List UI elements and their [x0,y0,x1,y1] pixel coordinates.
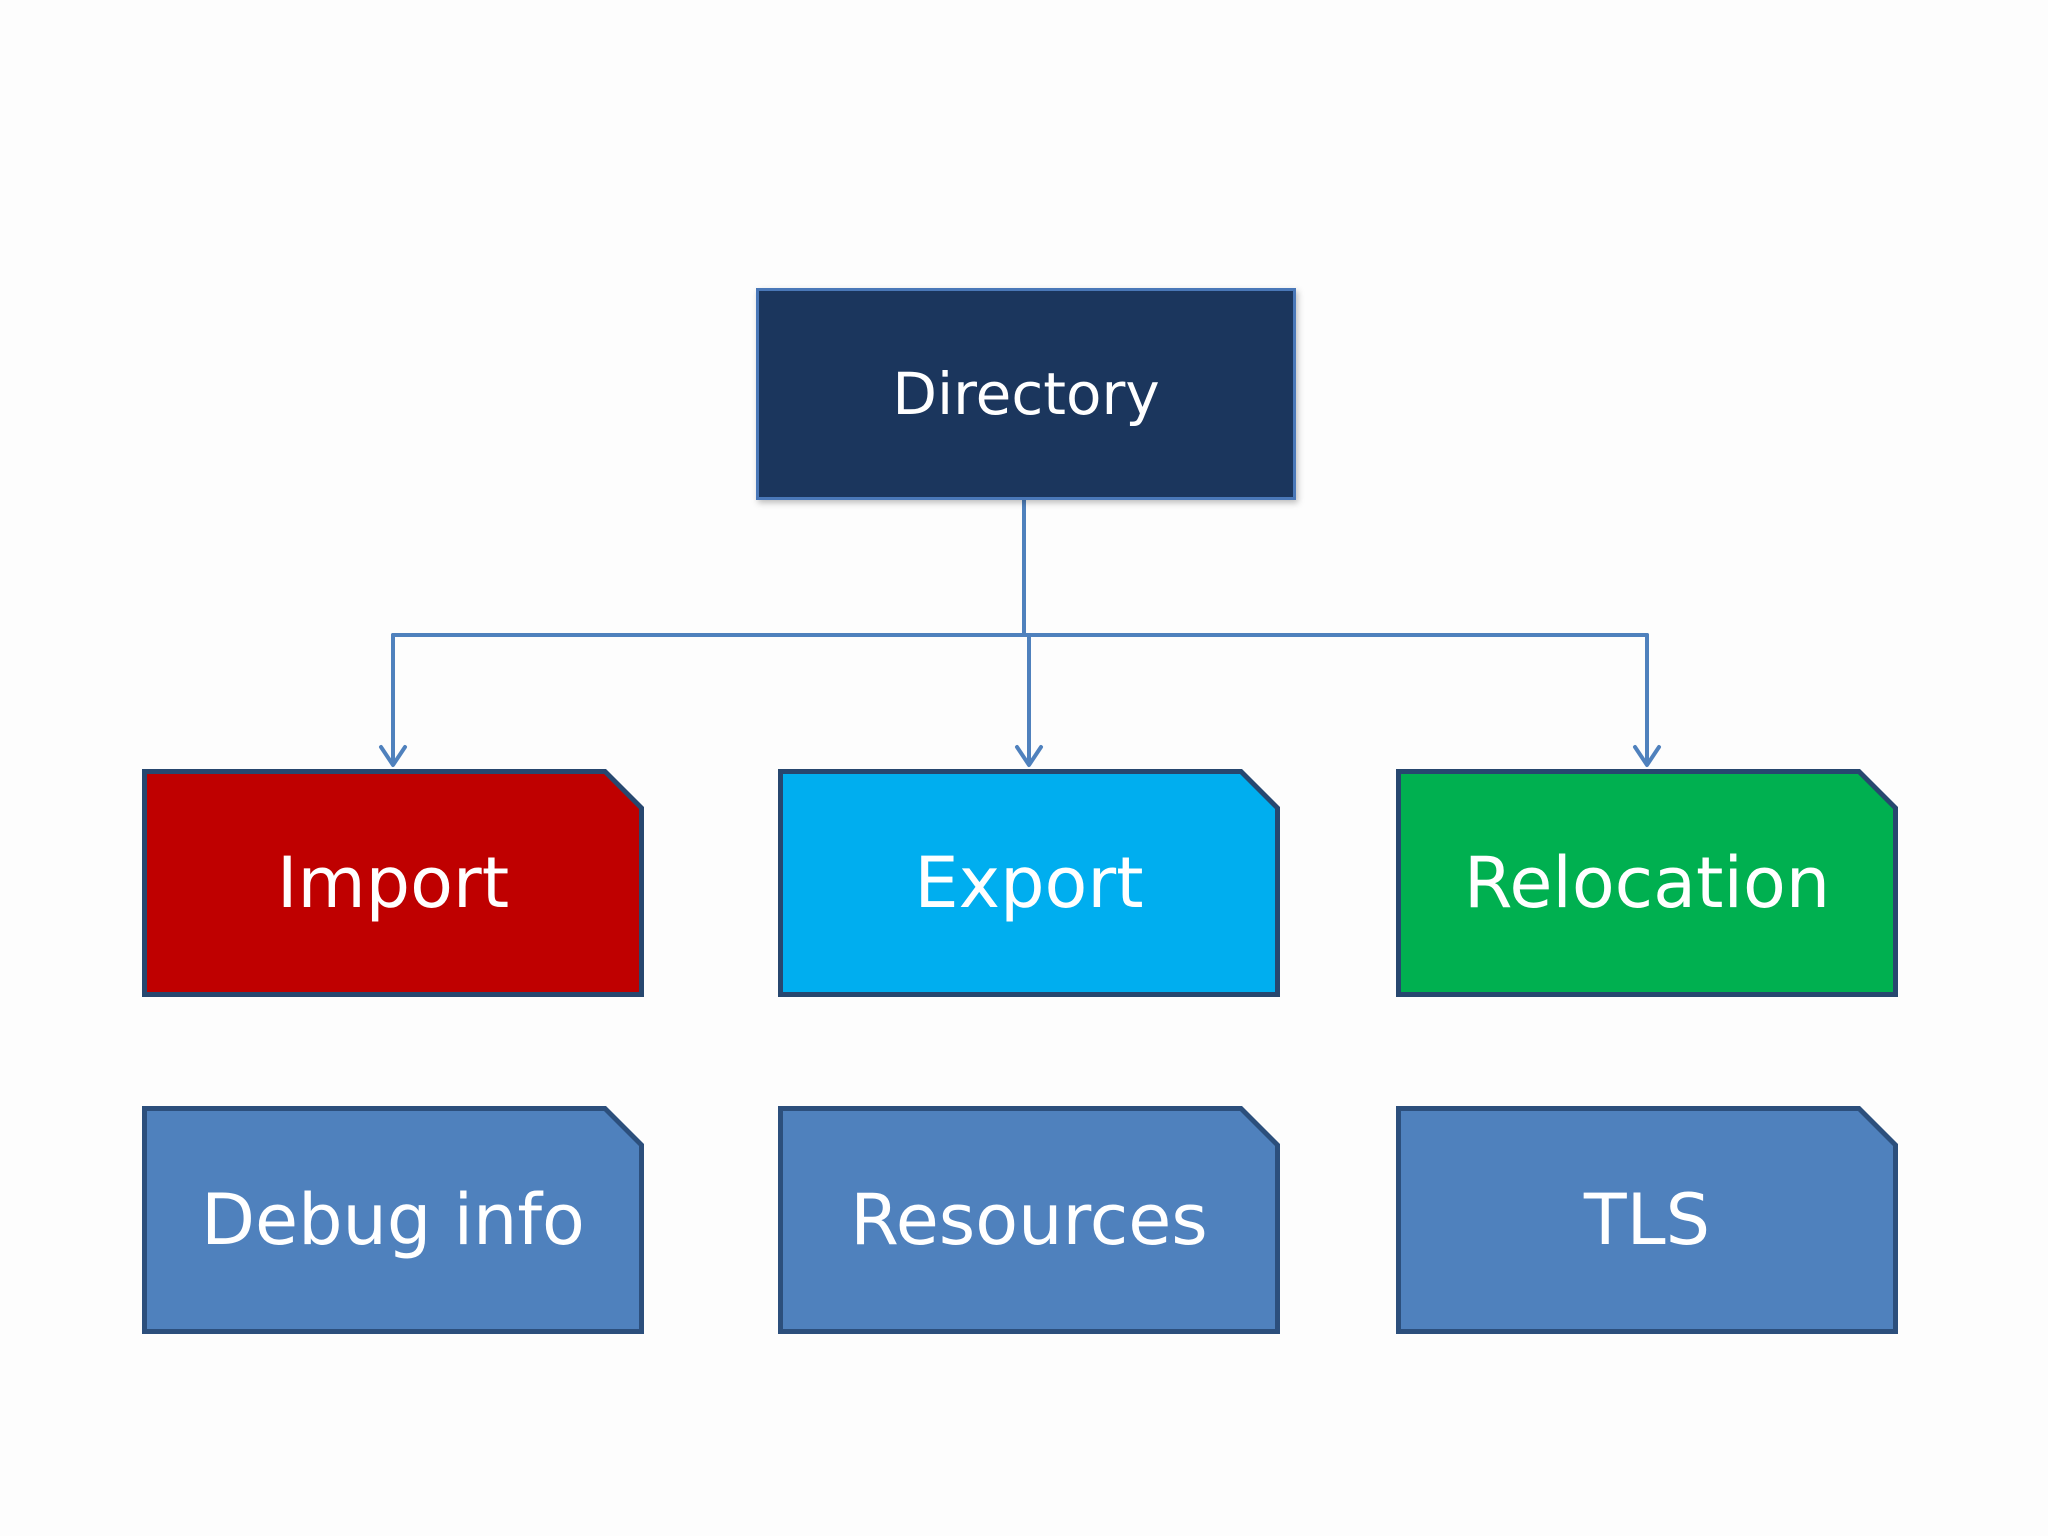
node-resources-label: Resources [850,1179,1208,1261]
arrowhead-relocation [1633,745,1661,767]
node-debug-info: Debug info [142,1106,644,1334]
node-tls-label: TLS [1583,1179,1711,1261]
node-relocation: Relocation [1396,769,1898,997]
node-export: Export [778,769,1280,997]
node-import-label: Import [276,842,510,924]
arrowhead-export [1015,745,1043,767]
node-resources: Resources [778,1106,1280,1334]
node-export-label: Export [914,842,1144,924]
arrowhead-import [379,745,407,767]
node-directory-label: Directory [892,360,1160,428]
node-debug-info-label: Debug info [201,1179,585,1261]
node-import: Import [142,769,644,997]
node-relocation-label: Relocation [1463,842,1831,924]
node-tls: TLS [1396,1106,1898,1334]
node-directory: Directory [756,288,1296,500]
